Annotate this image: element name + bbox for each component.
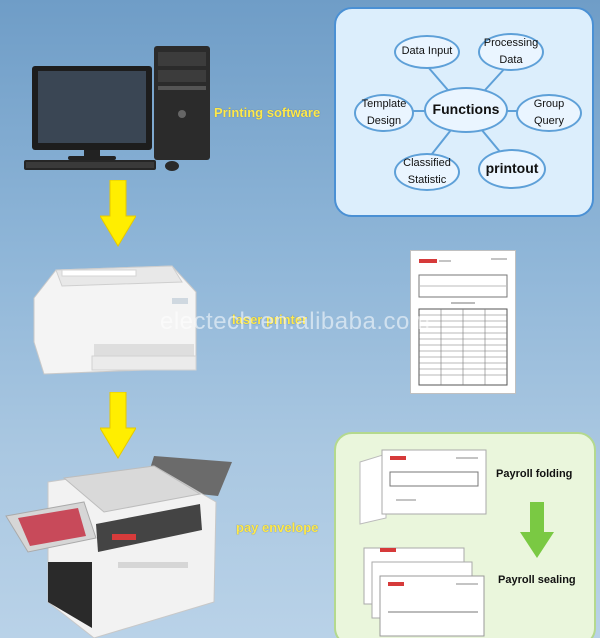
data-input-label: Data Input [401,45,453,58]
payslip-contents [418,258,508,386]
payroll-panel: Payroll folding Payroll sealing [334,432,596,638]
pay-envelope-label: pay envelope [236,520,319,535]
classified-label-line1: Classified [403,156,451,169]
printing-software-label: Printing software [214,105,321,120]
printout-node: printout [478,149,546,189]
payroll-slips [359,449,487,637]
arrow-down-icon [100,180,136,247]
data-input-node: Data Input [394,35,460,69]
group-label-line1: Group [533,97,565,110]
arrow-down-green-icon [520,502,554,558]
functions-center-label: Functions [432,101,500,118]
envelope-machine-illustration [5,456,232,638]
processing-label-line1: Processing [483,36,539,49]
arrow-down-icon [100,392,136,459]
payslip-document [410,250,516,394]
payroll-folding-label: Payroll folding [496,468,573,480]
classified-label-line2: Statistic [407,174,447,186]
printout-label: printout [485,160,539,177]
computer-illustration [24,46,210,171]
watermark-text: electech.en.alibaba.com [160,308,431,335]
template-label-line2: Design [366,115,402,127]
functions-center-node: Functions [424,87,508,133]
group-label-line2: Query [534,115,564,127]
payroll-sealing-label: Payroll sealing [498,574,576,586]
processing-label-line2: Data [499,54,523,66]
laser-printer-illustration [33,265,197,375]
laser-printer-label: laser printer [232,312,308,327]
template-label-line1: Template [361,97,407,110]
